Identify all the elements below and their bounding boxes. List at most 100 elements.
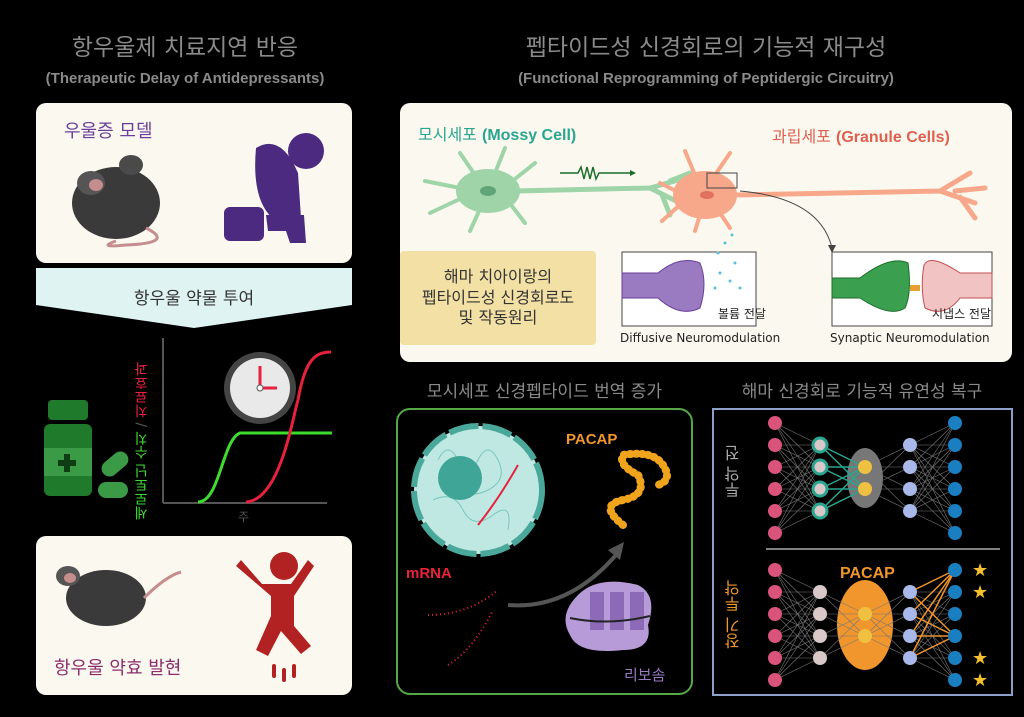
network-connection (909, 510, 956, 534)
antidepressant-effect-card: 항우울 약효 발현 (36, 536, 352, 695)
granule-cell-en: (Granule Cells) (835, 129, 950, 146)
neuron-node (813, 629, 827, 643)
granule-cell-kr: 과립세포 (772, 127, 831, 146)
nuclear-mrna (477, 464, 519, 526)
synaptic-en-label: Synaptic Neuromodulation (830, 331, 990, 345)
neuron-node (768, 585, 782, 599)
neuron-node (813, 607, 827, 621)
neuron-node (903, 629, 917, 643)
star-icon: ★ (972, 582, 988, 603)
neuron-node (903, 651, 917, 665)
neuron-node (948, 438, 962, 452)
plasticity-pacap-label: PACAP (840, 565, 895, 582)
neuron-node (858, 629, 872, 643)
network-connection (909, 422, 956, 512)
translation-illustration: mRNA PACAP 리보솜 (406, 423, 671, 684)
network-connection (774, 569, 821, 593)
neuron-node (768, 673, 782, 687)
left-title: 항우울제 치료지연 반응 (71, 35, 299, 61)
treatment-banner-label: 항우울 약물 투여 (133, 289, 255, 309)
network-connection (909, 613, 956, 659)
synaptic-inset (831, 251, 993, 327)
network-connection (909, 569, 956, 593)
neuron-node (948, 673, 962, 687)
network-connection (774, 591, 821, 681)
neuron-node (948, 416, 962, 430)
diffusive-kr-label: 볼륨 전달 (718, 307, 766, 321)
neuron-node (903, 585, 917, 599)
translation-panel: mRNA PACAP 리보솜 (396, 408, 693, 695)
network-connection (774, 488, 821, 534)
neuron-node (903, 460, 917, 474)
network-connection (864, 488, 911, 512)
network-connection (909, 569, 956, 659)
network-connection (819, 635, 866, 659)
mouse-icon (72, 155, 160, 248)
network-connection (774, 591, 821, 615)
synaptic-kr-label: 시냅스 전달 (932, 307, 992, 321)
star-icon: ★ (972, 670, 988, 691)
zoom-region-box (706, 172, 738, 189)
neuron-node (813, 651, 827, 665)
network-connection (909, 422, 956, 468)
network-connection (774, 635, 821, 681)
plasticity-panel-title: 해마 신경회로 기능적 유연성 복구 (741, 382, 983, 402)
network-connection (774, 613, 821, 681)
star-icon: ★ (972, 648, 988, 669)
therapeutic-effect-curve (245, 350, 332, 504)
network-connection (819, 613, 866, 637)
caption-line: 펩타이드성 신경회로도 (421, 287, 575, 307)
star-icon: ★ (972, 560, 988, 581)
network-connection (774, 444, 821, 534)
neuron-node (948, 607, 962, 621)
right-title: 펩타이드성 신경회로의 기능적 재구성 (525, 35, 887, 61)
mossy-cell-neuron (423, 146, 693, 233)
network-connection (774, 591, 821, 659)
translation-arrow (507, 553, 618, 608)
neuron-node (858, 460, 872, 474)
neuron-node (948, 585, 962, 599)
neuron-node (948, 460, 962, 474)
graph-x-label: 주 (238, 510, 250, 524)
mossy-cell-en: (Mossy Cell) (481, 127, 577, 144)
depressed-mouse-and-person-illustration (72, 133, 324, 248)
neuron-node (948, 482, 962, 496)
serotonin-curve (197, 431, 332, 504)
pacap-label: PACAP (566, 431, 617, 448)
network-connection (774, 444, 821, 512)
neuron-node (768, 526, 782, 540)
neuron-node (858, 482, 872, 496)
network-connection (864, 444, 911, 468)
plasticity-panel (712, 408, 1013, 696)
ribosome-icon (565, 581, 652, 651)
network-connection (909, 569, 956, 615)
neuron-illustration (423, 146, 993, 327)
network-connection (909, 657, 956, 681)
active-mouse-and-person-illustration (56, 552, 314, 682)
neuron-node (948, 629, 962, 643)
network-connection (819, 466, 866, 512)
network-connection (864, 613, 911, 637)
nucleus-icon (411, 423, 545, 557)
neuron-node (768, 629, 782, 643)
granule-cell-label: 과립세포 (Granule Cells) (772, 123, 950, 147)
network-connection (909, 635, 956, 659)
neuron-node (903, 482, 917, 496)
neuron-node (768, 482, 782, 496)
pacap-peptide-chain-icon (606, 449, 671, 529)
sad-person-icon (224, 133, 324, 243)
network-connection (909, 488, 956, 512)
neuron-node (768, 460, 782, 474)
mrna-strands-icon (427, 589, 499, 666)
mossy-cell-label: 모시세포 (Mossy Cell) (418, 121, 576, 145)
network-connection (774, 466, 821, 534)
diffusive-en-label: Diffusive Neuromodulation (620, 331, 781, 345)
neuron-node (948, 651, 962, 665)
right-subtitle: (Functional Reprogramming of Peptidergic… (518, 70, 894, 87)
network-connection (774, 657, 821, 681)
long-term-treatment-label: 장기 투약 (724, 580, 743, 650)
neuron-node (903, 607, 917, 621)
signal-wave-icon (560, 164, 630, 182)
network-connection (909, 444, 956, 512)
